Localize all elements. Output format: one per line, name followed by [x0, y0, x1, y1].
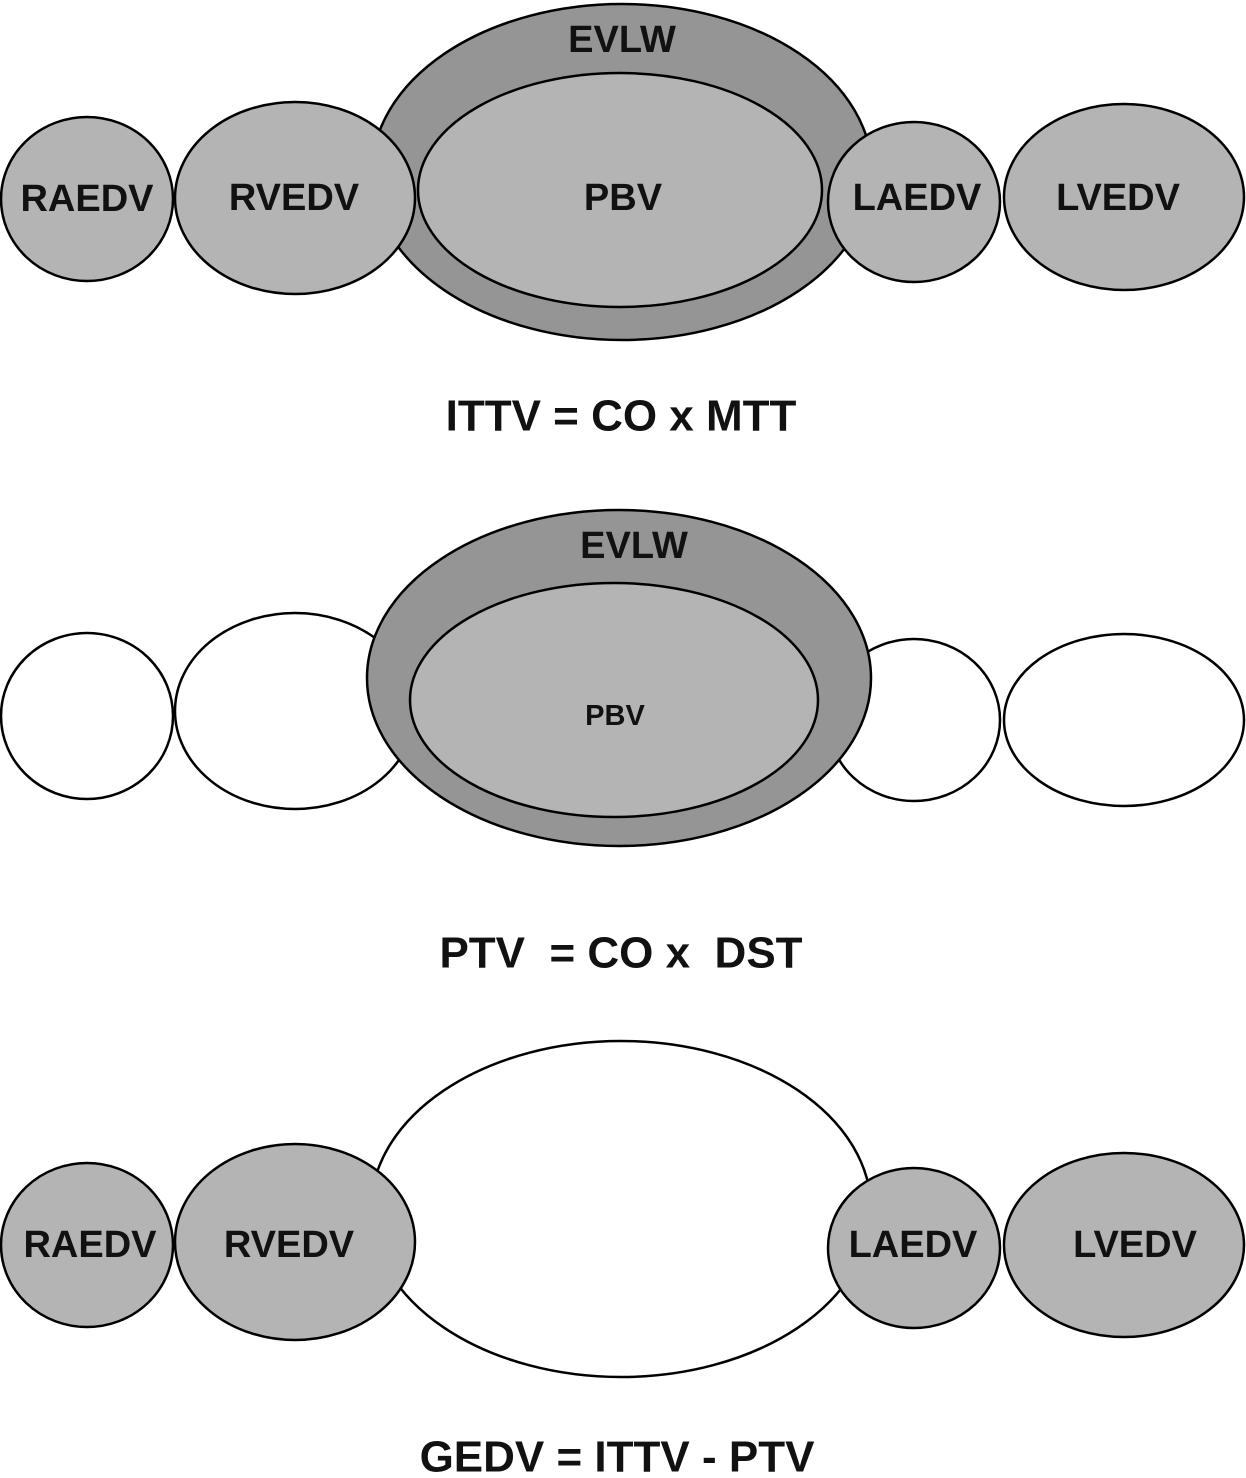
panel-itt: EVLW RAEDV RVEDV PBV LAEDV LVEDV ITTV = …	[0, 2, 1246, 441]
itt-laedv-chamber	[826, 120, 1002, 284]
pt-evlw-label: EVLW	[580, 525, 688, 567]
ged-laedv-chamber	[826, 1166, 1002, 1330]
ged-rvedv-chamber	[173, 1142, 417, 1342]
ged-raedv-chamber	[0, 1161, 175, 1329]
itt-formula: ITTV = CO x MTT	[446, 392, 797, 441]
pt-pbv-label: PBV	[585, 700, 645, 732]
ged-lvedv-label: LVEDV	[1073, 1224, 1198, 1266]
pt-raedv-outline	[0, 631, 175, 801]
itt-evlw-label: EVLW	[568, 19, 676, 61]
ged-formula: GEDV = ITTV - PTV	[420, 1433, 815, 1478]
itt-pbv-label: PBV	[584, 177, 663, 219]
panel-ged: RAEDV RVEDV LAEDV LVEDV GEDV = ITTV - PT…	[0, 1039, 1246, 1478]
ged-lvedv-chamber	[1002, 1151, 1246, 1339]
pt-lvedv-outline	[1002, 632, 1246, 808]
itt-lvedv-chamber	[1002, 102, 1246, 292]
itt-laedv-label: LAEDV	[853, 177, 982, 219]
pt-formula: PTV = CO x DST	[439, 929, 802, 978]
itt-lvedv-label: LVEDV	[1056, 177, 1181, 219]
pt-pbv-inner	[408, 581, 820, 819]
ged-raedv-label: RAEDV	[23, 1224, 157, 1266]
itt-rvedv-chamber	[173, 100, 417, 296]
itt-pbv-inner	[416, 71, 824, 309]
itt-raedv-chamber	[0, 115, 175, 283]
ged-laedv-label: LAEDV	[849, 1224, 978, 1266]
panel-pt: EVLW PBV PTV = CO x DST	[0, 508, 1246, 978]
itt-raedv-label: RAEDV	[20, 178, 154, 220]
ged-lung-empty	[369, 1039, 873, 1379]
itt-rvedv-label: RVEDV	[229, 177, 360, 219]
ged-rvedv-label: RVEDV	[224, 1224, 355, 1266]
